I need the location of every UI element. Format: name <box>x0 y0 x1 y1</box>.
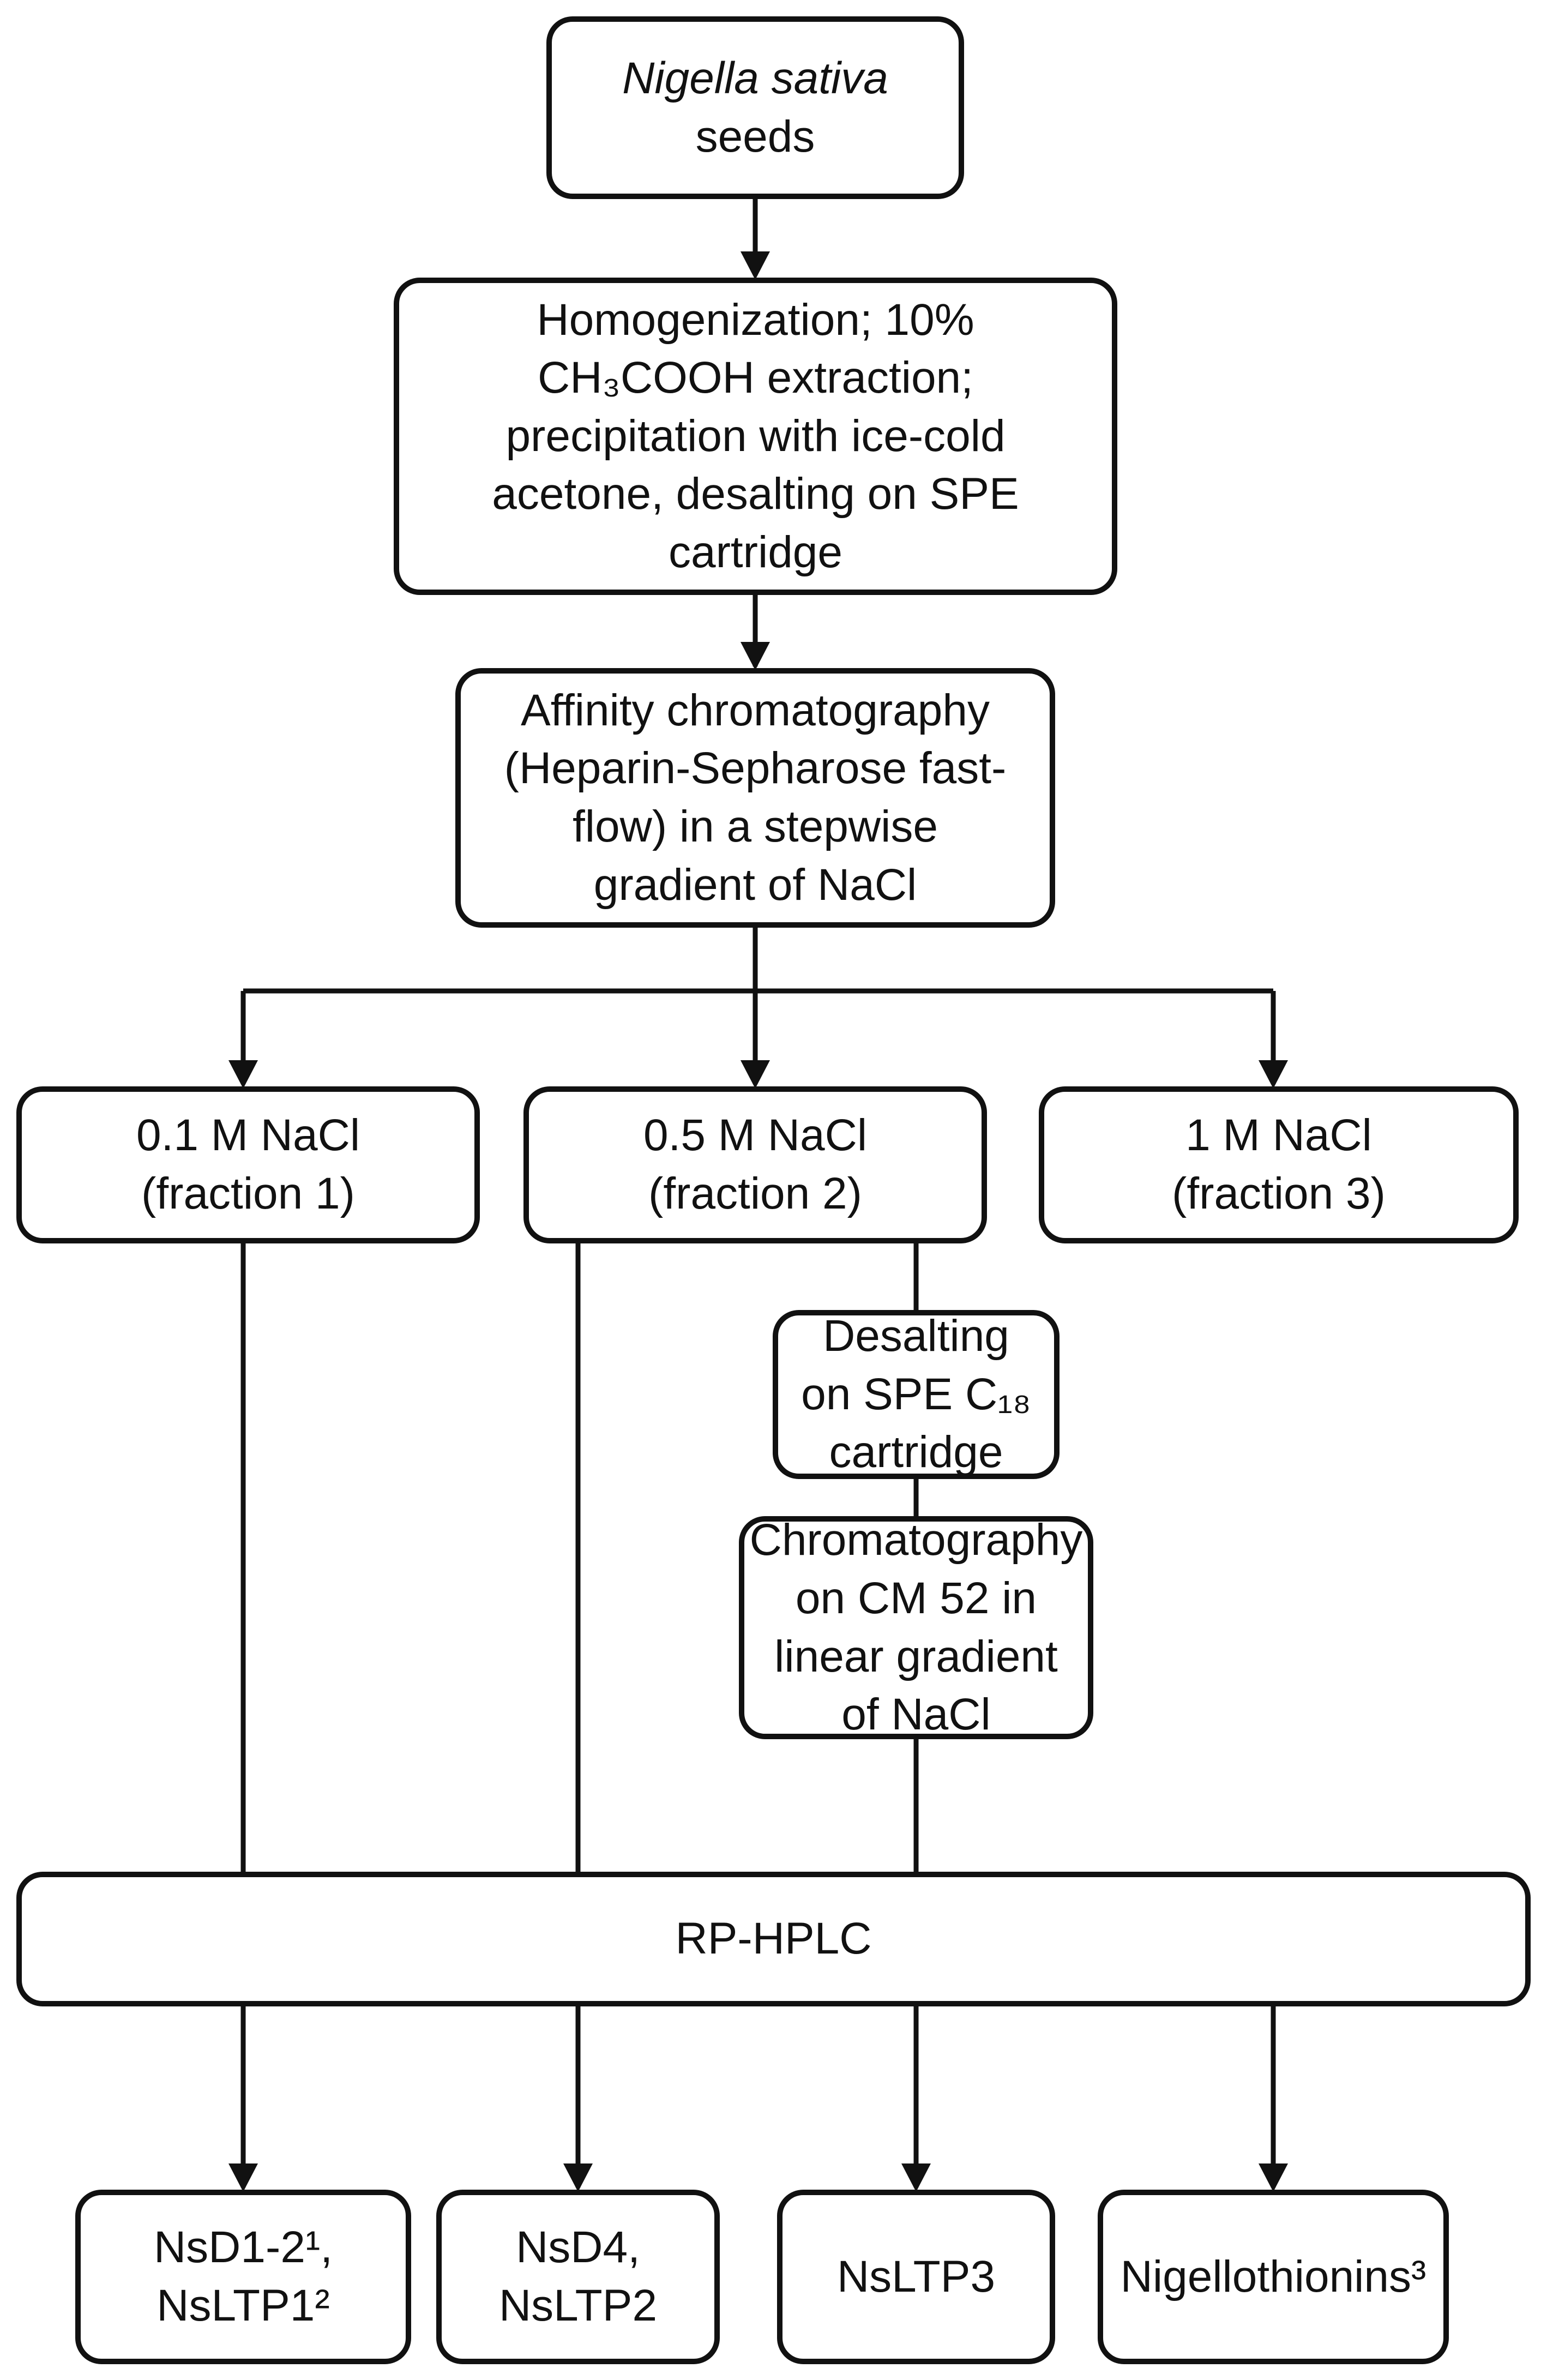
node-seeds: Nigella sativa seeds <box>546 16 964 199</box>
node-fraction2: 0.5 M NaCl (fraction 2) <box>523 1086 987 1243</box>
node-product2-label: NsD4, NsLTP2 <box>498 2222 658 2330</box>
node-desalting-label: Desalting on SPE C₁₈ cartridge <box>801 1311 1031 1477</box>
arrowheads <box>228 251 1288 2192</box>
arrowhead-product2 <box>563 2163 593 2192</box>
node-fraction1-label: 0.1 M NaCl (fraction 1) <box>136 1110 360 1218</box>
node-fraction1: 0.1 M NaCl (fraction 1) <box>16 1086 480 1243</box>
seeds-rest-text: seeds <box>695 111 815 161</box>
node-product1-label: NsD1-2¹, NsLTP1² <box>153 2222 333 2330</box>
arrowhead-fraction2 <box>741 1060 770 1089</box>
node-cm52-label: Chromatography on CM 52 in linear gradie… <box>749 1515 1083 1740</box>
node-affinity-chromatography: Affinity chromatography (Heparin-Sepharo… <box>455 668 1055 928</box>
arrowhead-fraction3 <box>1259 1060 1288 1089</box>
arrowhead-product4 <box>1259 2163 1288 2192</box>
connector-lines <box>240 199 1276 2187</box>
node-product3: NsLTP3 <box>777 2190 1055 2364</box>
seeds-species-name: Nigella sativa <box>622 53 888 103</box>
node-product4: Nigellothionins³ <box>1098 2190 1449 2364</box>
arrowhead-fraction1 <box>228 1060 258 1089</box>
arrowhead-extraction <box>741 251 770 280</box>
node-desalting: Desalting on SPE C₁₈ cartridge <box>773 1310 1060 1479</box>
node-fraction3-label: 1 M NaCl (fraction 3) <box>1172 1110 1386 1218</box>
arrowhead-product3 <box>901 2163 931 2192</box>
node-product2: NsD4, NsLTP2 <box>436 2190 720 2364</box>
node-affinity-label: Affinity chromatography (Heparin-Sepharo… <box>504 685 1007 910</box>
node-rp-hplc-label: RP-HPLC <box>675 1914 872 1964</box>
node-extraction: Homogenization; 10% CH₃COOH extraction; … <box>394 278 1117 595</box>
arrowhead-product1 <box>228 2163 258 2192</box>
node-fraction3: 1 M NaCl (fraction 3) <box>1039 1086 1519 1243</box>
node-rp-hplc: RP-HPLC <box>16 1872 1531 2006</box>
arrowhead-affinity <box>741 642 770 670</box>
node-seeds-label: Nigella sativa seeds <box>622 50 888 166</box>
node-extraction-label: Homogenization; 10% CH₃COOH extraction; … <box>492 295 1019 577</box>
node-product3-label: NsLTP3 <box>836 2251 996 2301</box>
node-cm52-chromatography: Chromatography on CM 52 in linear gradie… <box>739 1515 1093 1739</box>
node-product1: NsD1-2¹, NsLTP1² <box>75 2190 411 2364</box>
node-product4-label: Nigellothionins³ <box>1120 2251 1426 2301</box>
node-fraction2-label: 0.5 M NaCl (fraction 2) <box>643 1110 868 1218</box>
